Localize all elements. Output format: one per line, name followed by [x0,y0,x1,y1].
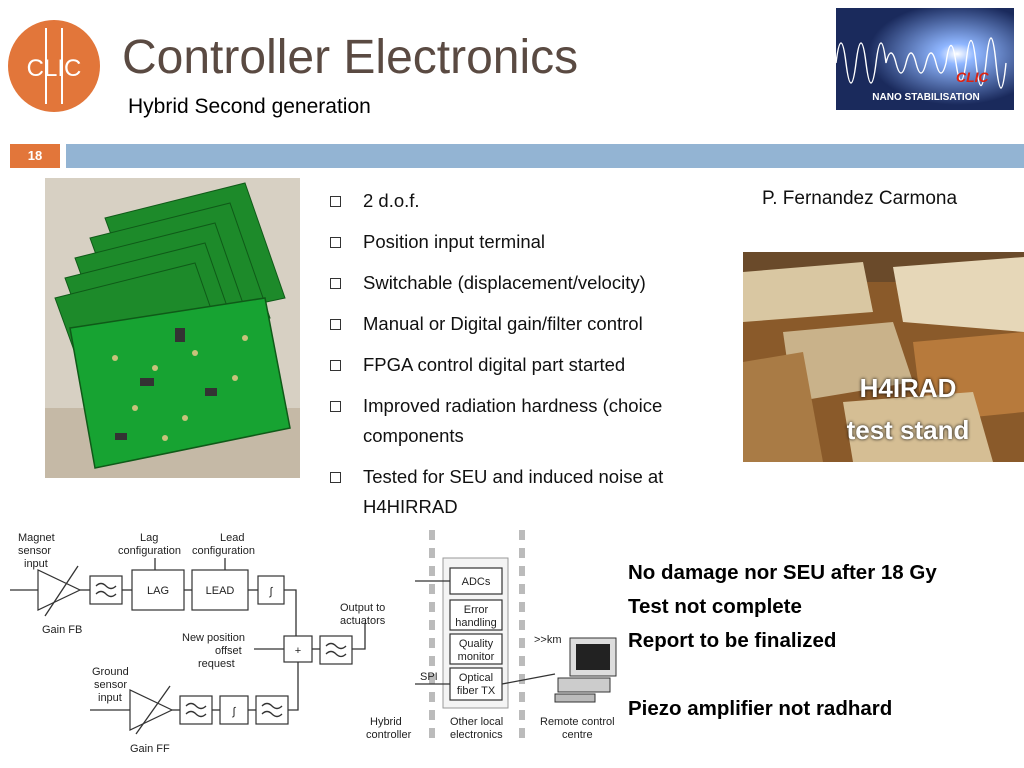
page-subtitle: Hybrid Second generation [128,95,371,118]
result-line: Piezo amplifier not radhard [628,697,893,720]
diagram-label: fiber TX [457,685,496,697]
result-line: Report to be finalized [628,629,837,652]
diagram-label: Other local [450,716,503,728]
slide-number: 18 [10,144,60,168]
diagram-label: input [98,692,122,704]
diagram-label: Remote control [540,716,615,728]
diagram-label: offset [215,645,242,657]
header-divider [66,144,1024,168]
pcb-photo [45,178,300,478]
result-line [628,658,937,692]
sum-block [283,635,313,663]
list-item: Manual or Digital gain/filter control [330,309,735,339]
output-filter-block [319,635,353,665]
list-item: Improved radiation hardness (choice comp… [330,391,735,451]
clic-logo: CLIC [8,20,100,112]
diagram-label: actuators [340,615,386,627]
list-item: FPGA control digital part started [330,350,735,380]
integrator-block [257,575,285,605]
diagram-label: request [198,658,235,670]
ff-filter-block-1 [179,695,213,725]
feature-list: 2 d.o.f. Position input terminal Switcha… [330,186,735,533]
diagram-label: Optical [459,672,493,684]
lead-label: LEAD [206,585,235,597]
integral-label: ∫ [268,586,273,598]
diagram-label: New position [182,632,245,644]
diagram-label: monitor [458,651,495,663]
list-item: 2 d.o.f. [330,186,735,216]
diagram-label: configuration [192,545,255,557]
badge-nano-text: NANO STABILISATION [872,92,979,103]
filter-block [89,575,123,605]
diagram-label: electronics [450,729,503,741]
diagram-label: Lag [140,532,158,544]
integral-label: ∫ [231,706,236,718]
gain-fb-amplifier [37,569,82,611]
list-item: Tested for SEU and induced noise at H4HI… [330,462,735,522]
diagram-label: Magnet [18,532,55,544]
clic-logo-text: CLIC [27,55,82,82]
diagram-label: handling [455,617,497,629]
results-text: No damage nor SEU after 18 Gy Test not c… [628,556,937,726]
diagram-label: Error [464,604,489,616]
page-title: Controller Electronics [122,31,579,84]
nano-stabilisation-badge: CLIC NANO STABILISATION [836,8,1014,110]
gain-ff-amplifier [129,689,174,731]
quality-monitor-block [449,633,503,665]
error-handling-block [449,599,503,631]
ff-integrator-block [219,695,249,725]
computer-icon [554,637,617,703]
diagram-label: controller [366,729,412,741]
diagram-label: configuration [118,545,181,557]
diagram-label: Lead [220,532,244,544]
diagram-label: ADCs [462,576,491,588]
list-item: Switchable (displacement/velocity) [330,268,735,298]
diagram-label: sensor [94,679,127,691]
test-stand-photo: H4IRAD test stand [743,252,1024,462]
diagram-label: Gain FF [130,743,170,755]
photo-label-line2: test stand [846,415,970,445]
adcs-block [449,567,503,595]
diagram-label: centre [562,729,593,741]
diagram-label: Hybrid [370,716,402,728]
photo-label-line1: H4IRAD [859,373,957,403]
ff-filter-block-2 [255,695,289,725]
diagram-label: Ground [92,666,129,678]
diagram-label: Output to [340,602,385,614]
badge-clic-text: CLIC [956,69,990,85]
lag-block [131,569,185,611]
result-line: Test not complete [628,595,802,618]
lag-label: LAG [147,585,169,597]
diagram-label: sensor [18,545,51,557]
author: P. Fernandez Carmona [762,188,958,209]
diagram-label: input [24,558,48,570]
plus-label: + [295,645,301,657]
result-line: No damage nor SEU after 18 Gy [628,561,937,584]
diagram-label: >>km [534,634,562,646]
controller-block-diagram: Magnet sensor input Gain FB Lag configur… [10,530,617,755]
diagram-label: SPI [420,671,438,683]
diagram-label: Quality [459,638,494,650]
diagram-label: Gain FB [42,624,82,636]
list-item: Position input terminal [330,227,735,257]
